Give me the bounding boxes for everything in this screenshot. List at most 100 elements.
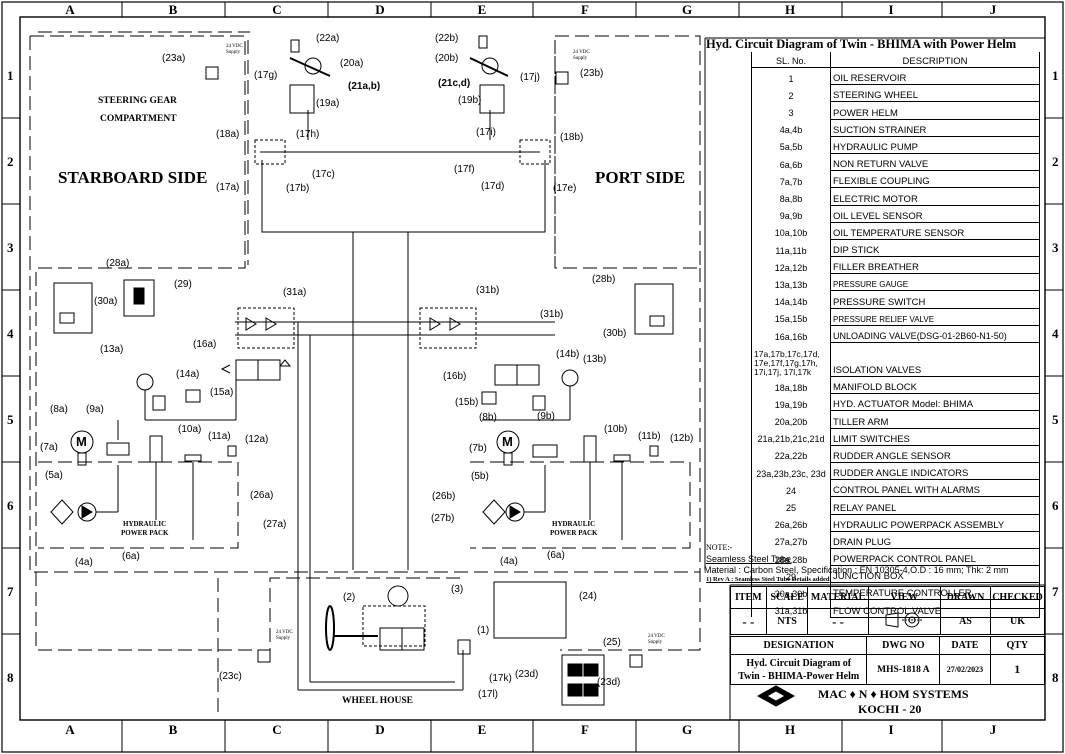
callout: (17c) bbox=[312, 169, 335, 180]
legend-item-description: POWER HELM bbox=[830, 101, 1040, 120]
col-label-top: I bbox=[888, 2, 894, 17]
row-label-right: 3 bbox=[1052, 240, 1059, 255]
compartment-label: STEERING GEAR bbox=[98, 96, 177, 106]
row-label-right: 6 bbox=[1052, 498, 1059, 513]
col-label-top: A bbox=[65, 2, 75, 17]
legend-item-description: TILLER ARM bbox=[830, 410, 1040, 429]
legend-item-description: POWERPACK CONTROL PANEL bbox=[830, 548, 1040, 567]
callout: (29) bbox=[174, 279, 192, 290]
callout: (17a) bbox=[216, 182, 240, 193]
callout: (19b) bbox=[458, 95, 482, 106]
legend-item-number: 22a,22b bbox=[751, 445, 831, 463]
powerpack-b bbox=[470, 369, 691, 549]
row-label-left: 2 bbox=[7, 154, 14, 169]
legend-item-description: OIL TEMPERATURE SENSOR bbox=[830, 222, 1040, 240]
legend-item-number: 3 bbox=[751, 101, 831, 120]
note-line-2: Material : Carbon Steel, Specification :… bbox=[704, 565, 1009, 575]
tb-qty: 1 bbox=[989, 654, 1046, 685]
row-label-left: 6 bbox=[7, 498, 14, 513]
callout: (17h) bbox=[296, 129, 320, 140]
tb-header-qty: QTY bbox=[989, 636, 1046, 655]
col-label-top: D bbox=[375, 2, 385, 17]
callout: (11a) bbox=[208, 431, 231, 442]
tb-header-view: VIEW bbox=[867, 586, 941, 609]
rudder-indicators bbox=[205, 66, 643, 668]
callout: (14b) bbox=[556, 349, 580, 360]
callout: (2) bbox=[343, 592, 356, 603]
callout: (6a) bbox=[547, 550, 565, 561]
col-label-bottom: B bbox=[168, 722, 178, 737]
motor-b-symbol: M bbox=[502, 434, 513, 449]
col-label-bottom: G bbox=[681, 722, 693, 737]
tb-header-item: ITEM bbox=[730, 586, 767, 609]
callout: (8b) bbox=[479, 412, 497, 423]
callout: (1) bbox=[477, 625, 490, 636]
legend-item-number: 18a,18b bbox=[751, 376, 831, 394]
company-city: KOCHI - 20 bbox=[858, 702, 922, 716]
col-label-bottom: D bbox=[375, 722, 385, 737]
callout: (16a) bbox=[193, 339, 217, 350]
title-block-bottom: DESIGNATION DWG NO DATE QTY Hyd. Circuit… bbox=[729, 636, 1046, 685]
tb-header-date: DATE bbox=[939, 636, 991, 655]
legend-item-description: JUNCTION BOX bbox=[830, 565, 1040, 584]
legend-item-description: SUCTION STRAINER bbox=[830, 119, 1040, 137]
unloading-valves bbox=[220, 359, 540, 386]
row-label-left: 7 bbox=[7, 584, 14, 599]
legend-item-number: 21a,21b,21c,21d bbox=[751, 428, 831, 446]
note-line-1: Seamless Steel Tube bbox=[706, 554, 792, 564]
note-line-3: 1) Rev A : Seamless Steel Tube Details a… bbox=[706, 576, 830, 583]
note-label: NOTE:- bbox=[706, 543, 733, 552]
legend-item-description: NON RETURN VALVE bbox=[830, 153, 1040, 172]
port-side-label: PORT SIDE bbox=[595, 168, 686, 187]
callout: (4a) bbox=[75, 557, 93, 568]
legend-item-description: PRESSURE GAUGE bbox=[830, 273, 1040, 292]
legend-item-description: ISOLATION VALVES bbox=[830, 342, 1040, 377]
callout: (7b) bbox=[469, 443, 487, 454]
callout: (17i) bbox=[476, 127, 497, 138]
legend-item-number: 13a,13b bbox=[751, 273, 831, 291]
col-label-top: J bbox=[989, 2, 997, 17]
legend-item-number: 17a,17b,17c,17d, 17e,17f,17g,17h, 17i,17… bbox=[751, 342, 831, 377]
callout: (17g) bbox=[254, 70, 278, 81]
col-label-top: E bbox=[477, 2, 487, 17]
callout: (17k) bbox=[489, 673, 512, 684]
motor-a-symbol: M bbox=[76, 434, 87, 449]
legend-row: 17a,17b,17c,17d, 17e,17f,17g,17h, 17i,17… bbox=[751, 342, 1040, 377]
title-block-top: ITEM SCALE MATERIAL VIEW DRAWN CHECKED -… bbox=[730, 586, 1046, 635]
callout: (17f) bbox=[454, 164, 475, 175]
callout: (17e) bbox=[553, 183, 577, 194]
legend-item-description: ELECTRIC MOTOR bbox=[830, 187, 1040, 206]
legend-item-description: HYDRAULIC POWERPACK ASSEMBLY bbox=[830, 514, 1040, 532]
tb-date: 27/02/2023 bbox=[939, 654, 991, 685]
callout: (30a) bbox=[94, 296, 118, 307]
callout: (13a) bbox=[100, 344, 124, 355]
row-label-right: 7 bbox=[1052, 584, 1059, 599]
row-label-right: 8 bbox=[1052, 670, 1059, 685]
callout: (23d) bbox=[597, 677, 621, 688]
callout: (14a) bbox=[176, 369, 200, 380]
callout: (4a) bbox=[500, 556, 518, 567]
callout: (18b) bbox=[560, 132, 584, 143]
callout: (21a,b) bbox=[348, 81, 381, 92]
legend-item-number: 10a,10b bbox=[751, 222, 831, 240]
row-label-left: 8 bbox=[7, 670, 14, 685]
powerpack-a-label: HYDRAULIC bbox=[123, 520, 167, 528]
compartment-label: COMPARTMENT bbox=[100, 114, 177, 124]
actuators bbox=[289, 35, 509, 114]
col-label-bottom: I bbox=[888, 722, 894, 737]
callout: (11b) bbox=[638, 431, 661, 442]
